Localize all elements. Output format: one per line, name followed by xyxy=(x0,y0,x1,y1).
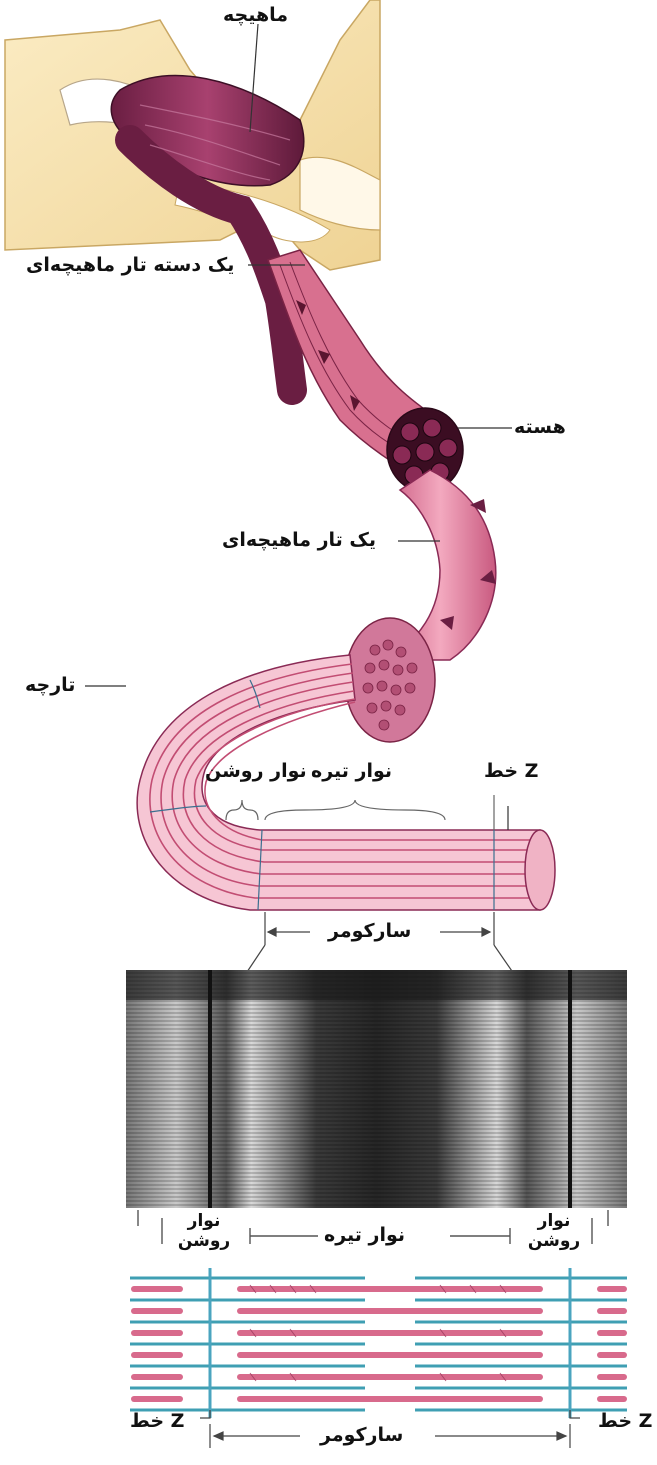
muscle-fiber xyxy=(345,470,496,742)
label-myofibril: تارچه xyxy=(25,676,75,695)
label-light-band-left-line2: روشن xyxy=(164,1232,244,1252)
label-light-band-right-line2: روشن xyxy=(514,1232,594,1252)
label-z-line-right: خط Z xyxy=(598,1412,652,1431)
label-fiber-bundle: یک دسته تار ماهیچه‌ای xyxy=(26,256,234,275)
label-dark-band-mid: نوار تیره xyxy=(324,1226,405,1245)
label-light-band-right: نوار روشن xyxy=(514,1212,594,1251)
label-light-band-left: نوار روشن xyxy=(164,1212,244,1251)
label-light-band-right-line1: نوار xyxy=(514,1212,594,1232)
label-sarcomere-top: سارکومر xyxy=(328,922,411,941)
electron-micrograph xyxy=(126,970,627,1208)
label-light-band-top: نوار روشن xyxy=(205,762,307,781)
label-z-line-top: خط Z xyxy=(484,762,538,781)
label-nucleus: هسته xyxy=(514,418,566,437)
label-single-fiber: یک تار ماهیچه‌ای xyxy=(222,531,376,550)
label-dark-band-top: نوار تیره xyxy=(311,762,392,781)
filament-schematic xyxy=(130,1268,627,1418)
label-z-line-left: خط Z xyxy=(130,1412,184,1431)
label-muscle: ماهیچه xyxy=(223,6,288,25)
band-braces xyxy=(226,795,494,830)
myofibril xyxy=(137,655,555,910)
label-sarcomere-bottom: سارکومر xyxy=(320,1426,403,1445)
label-light-band-left-line1: نوار xyxy=(164,1212,244,1232)
